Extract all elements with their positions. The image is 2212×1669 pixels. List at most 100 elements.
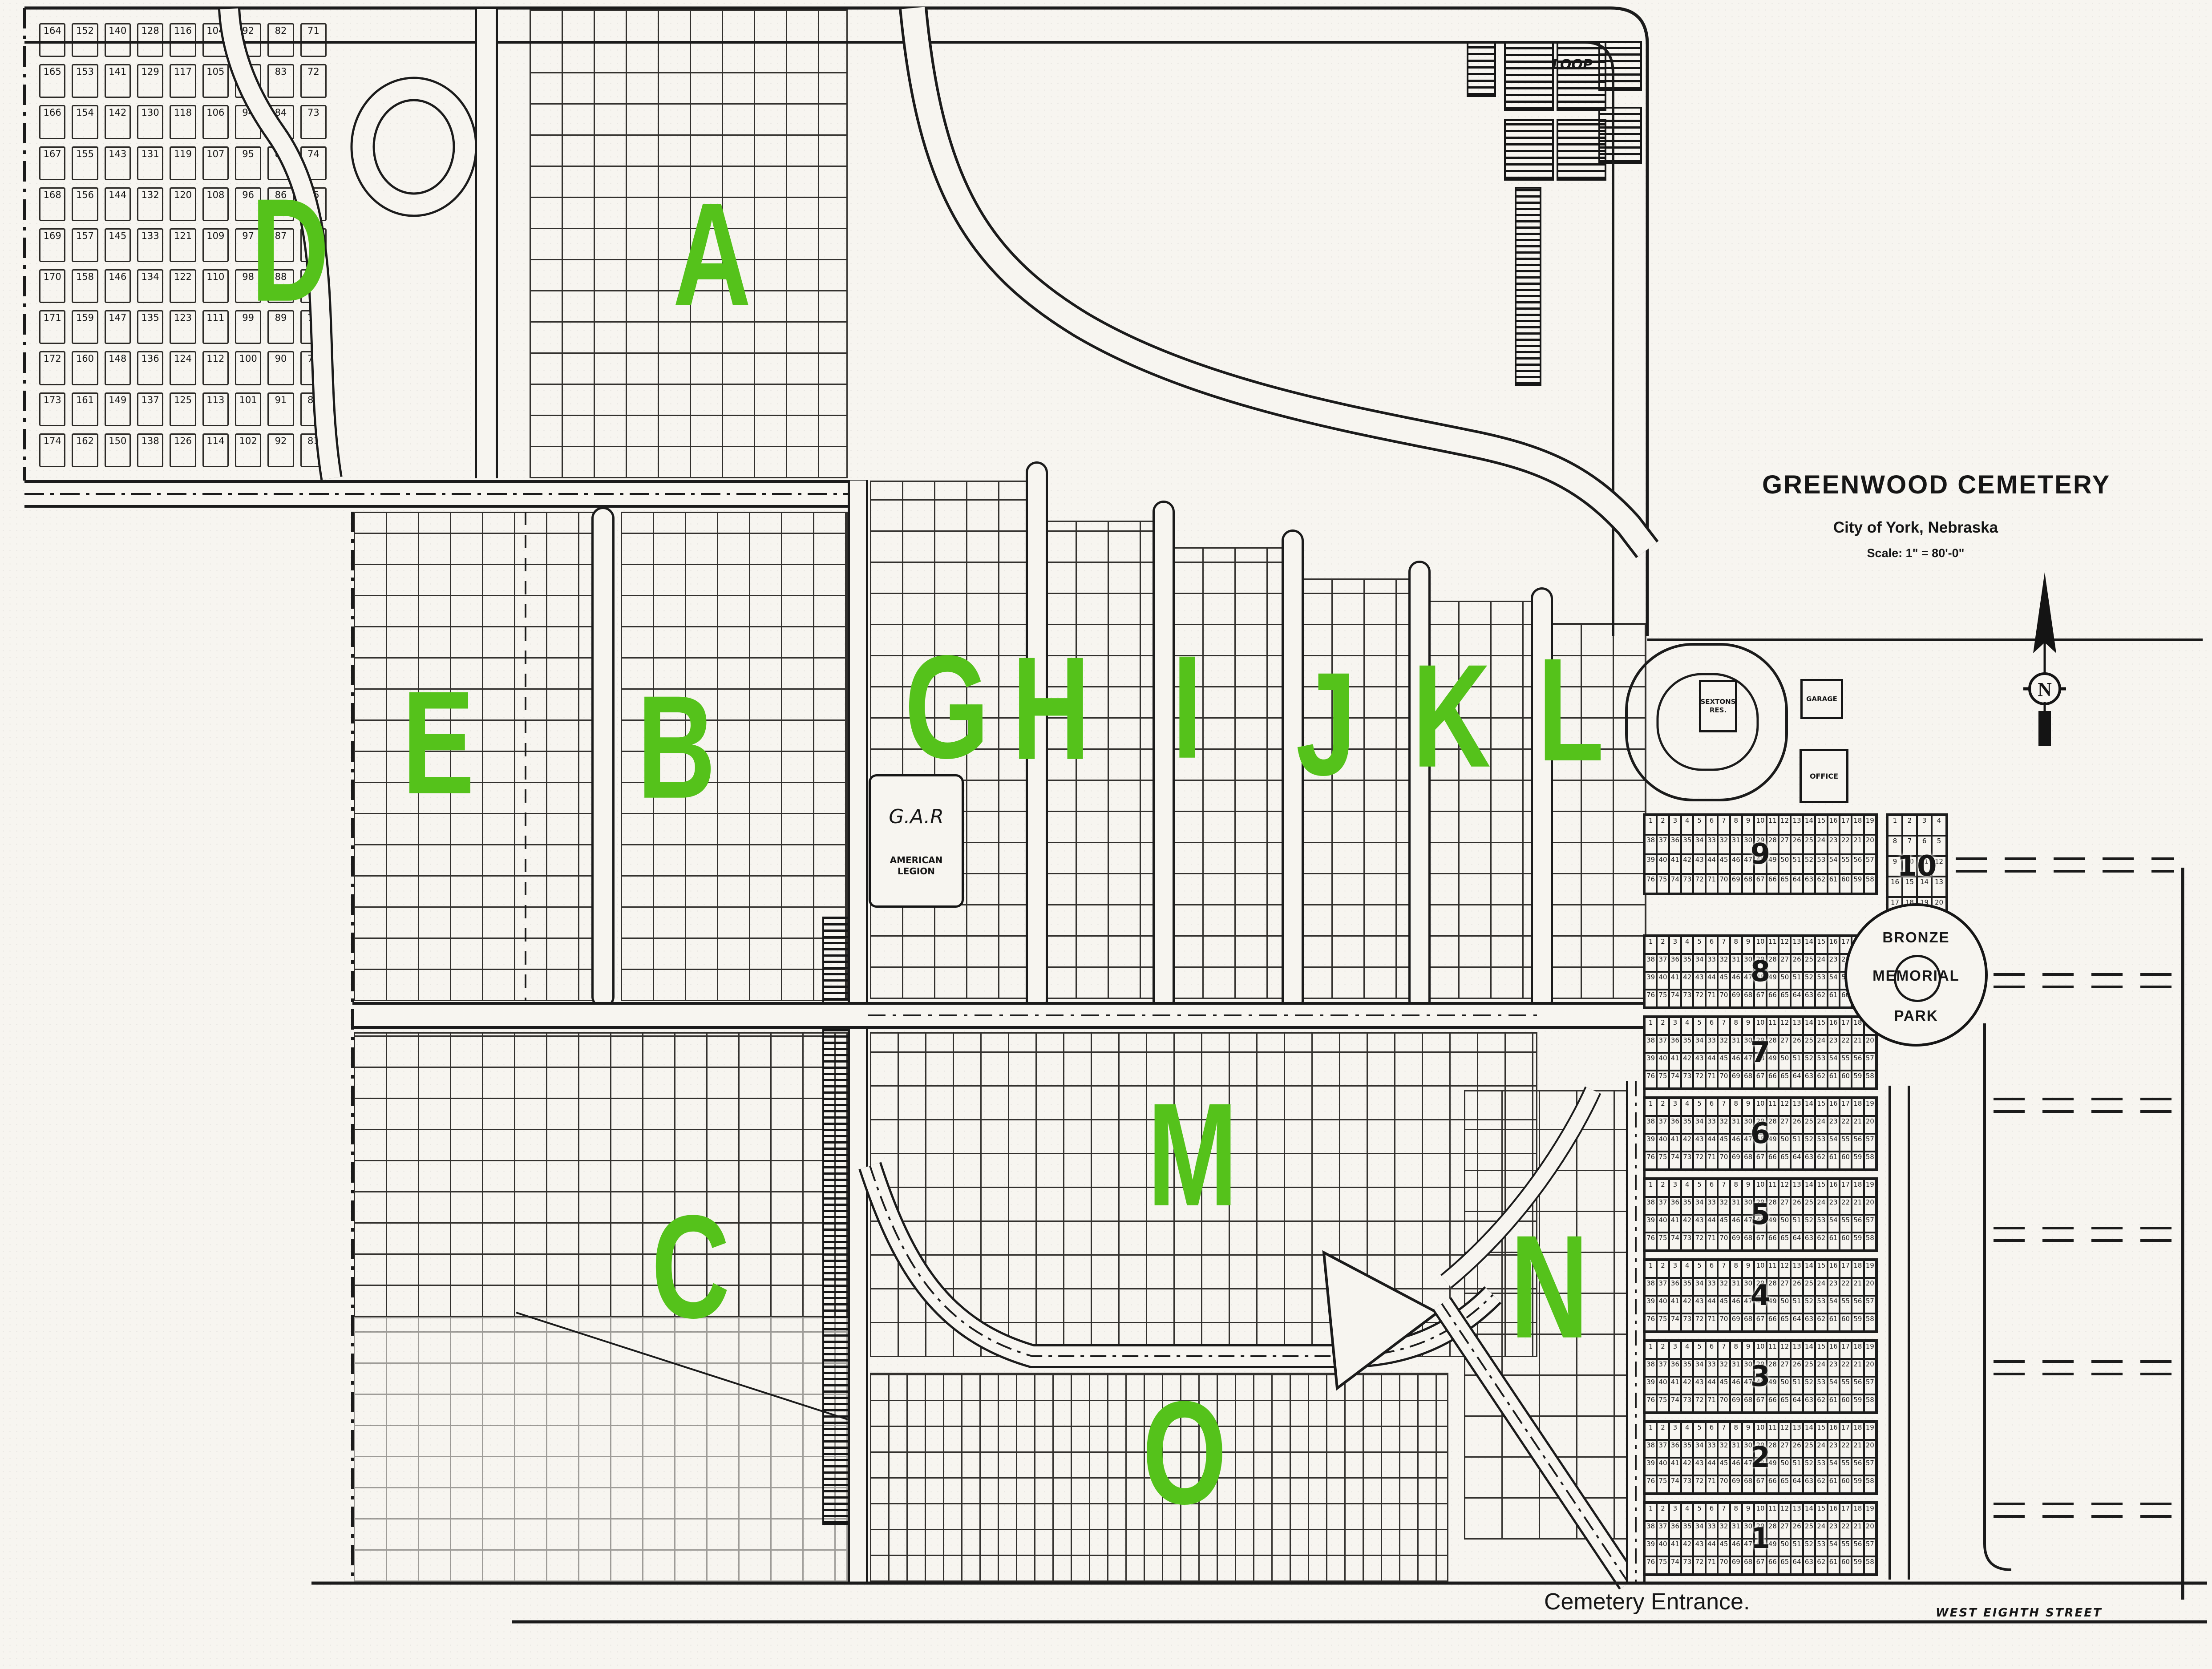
plot-cell: 59 (1852, 1152, 1864, 1169)
plot-cell: 37 (1657, 1116, 1669, 1134)
plot-cell: 64 (1791, 1556, 1803, 1574)
plot-cell: 23 (1827, 1035, 1840, 1053)
plot-cell: 54 (1827, 1296, 1840, 1313)
garage-building: GARAGE (1800, 679, 1843, 719)
plot-cell: 36 (1669, 1197, 1682, 1215)
plot-cell: 6 (1705, 1260, 1718, 1278)
plot-cell: 4 (1681, 1260, 1694, 1278)
plot-cell: 55 (1839, 1377, 1852, 1394)
plot-cell: 45 (1718, 972, 1730, 990)
plot-cell: 73 (1681, 1071, 1694, 1088)
plot-cell: 56 (1852, 1134, 1864, 1152)
plot-cell: 76 (1645, 1556, 1657, 1574)
plot-cell: 22 (1839, 1278, 1852, 1296)
plot-cell: 68 (1742, 1394, 1755, 1412)
plot-cell: 21 (1852, 1197, 1864, 1215)
plot-cell: 11 (1766, 1098, 1779, 1116)
plot-cell: 26 (1791, 1035, 1803, 1053)
plot-cell: 49 (1766, 972, 1779, 990)
plot-cell: 73 (1681, 874, 1694, 893)
plot-cell: 56 (1852, 1215, 1864, 1233)
plot-cell: 120 (170, 187, 196, 221)
plot-cell: 47 (1742, 1134, 1755, 1152)
plot-cell: 60 (1839, 1394, 1852, 1412)
plot-cell: 65 (1779, 874, 1791, 893)
plot-cell: 30 (1742, 1521, 1755, 1539)
plot-cell: 11 (1766, 1179, 1779, 1197)
plot-cell: 12 (1779, 1260, 1791, 1278)
plot-cell: 37 (1657, 1359, 1669, 1377)
plot-cell: 107 (202, 146, 229, 180)
american-legion-label: AMERICAN LEGION (890, 854, 943, 877)
loop-plot-rows (1598, 107, 1642, 164)
plot-cell: 59 (1852, 1475, 1864, 1493)
plot-cell: 28 (1766, 954, 1779, 972)
plot-cell: 53 (1815, 1134, 1828, 1152)
plot-cell: 5 (1693, 1503, 1706, 1521)
plot-cell: 53 (1815, 1458, 1828, 1475)
plot-cell: 42 (1681, 972, 1694, 990)
plot-cell: 49 (1766, 1296, 1779, 1313)
plot-cell: 59 (1852, 1313, 1864, 1331)
plot-cell: 49 (1766, 1134, 1779, 1152)
plot-cell: 17 (1839, 1260, 1852, 1278)
plot-cell: 89 (267, 310, 294, 344)
plot-cell: 34 (1693, 954, 1706, 972)
plot-cell: 72 (1693, 990, 1706, 1007)
plot-cell: 55 (1839, 1296, 1852, 1313)
plot-cell: 11 (1766, 1422, 1779, 1440)
plot-cell: 43 (1693, 1134, 1706, 1152)
plot-cell: 26 (1791, 1197, 1803, 1215)
plot-cell: 44 (1705, 972, 1718, 990)
plot-cell: 72 (300, 64, 327, 98)
plot-cell: 74 (1669, 1475, 1682, 1493)
plot-cell: 35 (1681, 1440, 1694, 1458)
plot-cell: 69 (1730, 1313, 1742, 1331)
plot-cell: 97 (235, 228, 262, 263)
plot-cell: 58 (1864, 874, 1876, 893)
plot-cell: 32 (1718, 1197, 1730, 1215)
section-letter-l: L (1537, 627, 1604, 792)
plot-cell: 21 (1852, 1116, 1864, 1134)
plot-cell: 67 (1754, 1071, 1767, 1088)
plot-cell: 7 (1902, 836, 1917, 856)
plot-cell: 18 (1852, 1503, 1864, 1521)
plot-cell: 25 (1803, 1359, 1816, 1377)
plot-cell: 74 (1669, 874, 1682, 893)
plot-cell: 35 (1681, 835, 1694, 854)
plot-cell: 1 (1645, 1503, 1657, 1521)
plot-cell: 73 (1681, 1394, 1694, 1412)
plot-cell: 52 (1803, 854, 1816, 874)
plot-cell: 19 (1864, 1260, 1876, 1278)
plot-cell: 31 (1730, 1035, 1742, 1053)
plot-cell: 71 (1705, 1556, 1718, 1574)
plot-cell: 73 (1681, 1556, 1694, 1574)
plot-cell: 44 (1705, 1053, 1718, 1071)
plot-cell: 18 (1852, 1179, 1864, 1197)
plot-cell: 37 (1657, 835, 1669, 854)
plot-cell: 16 (1827, 815, 1840, 835)
plot-cell: 59 (1852, 1233, 1864, 1250)
plot-cell: 33 (1705, 1359, 1718, 1377)
map-scale: Scale: 1" = 80'-0" (1867, 546, 1965, 560)
single-grave-strip (1515, 187, 1541, 386)
plot-cell: 50 (1779, 1215, 1791, 1233)
plot-cell: 95 (235, 146, 262, 180)
plot-cell: 6 (1917, 836, 1932, 856)
plot-cell: 20 (1864, 1440, 1876, 1458)
plot-cell: 5 (1693, 1260, 1706, 1278)
plot-cell: 9 (1742, 1260, 1755, 1278)
plot-cell: 8 (1730, 1341, 1742, 1359)
plot-cell: 22 (1839, 1035, 1852, 1053)
section-letter-g: G (905, 624, 989, 789)
plot-cell: 54 (1827, 1377, 1840, 1394)
plot-cell: 63 (1803, 990, 1816, 1007)
plot-cell: 24 (1815, 1197, 1828, 1215)
plot-cell: 119 (170, 146, 196, 180)
section-letter-c: C (651, 1184, 730, 1349)
plot-cell: 18 (1852, 1422, 1864, 1440)
plot-cell: 22 (1839, 1359, 1852, 1377)
bronze-line2: MEMORIAL (1872, 967, 1960, 984)
plot-cell: 40 (1657, 1458, 1669, 1475)
plot-cell: 48 (1754, 972, 1767, 990)
